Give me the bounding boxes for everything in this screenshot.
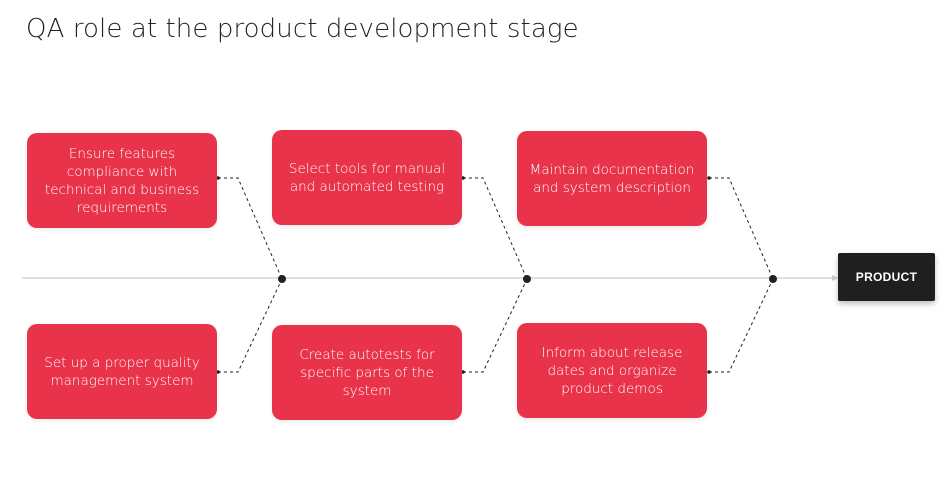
spine-arrowhead <box>832 275 838 281</box>
product-box: PRODUCT <box>838 253 935 301</box>
box-release-dates: Inform about release dates and organize … <box>517 323 707 418</box>
page-title: QA role at the product development stage <box>26 14 579 44</box>
spine-node-2 <box>523 275 531 283</box>
product-label: PRODUCT <box>855 270 918 284</box>
connector-end-top-3 <box>707 176 711 180</box>
box-maintain-documentation: Maintain documentation and system descri… <box>517 131 707 226</box>
connector-top-2 <box>463 177 528 280</box>
connector-end-bottom-3 <box>707 370 711 374</box>
connector-bottom-1 <box>218 278 283 373</box>
box-label: Select tools for manual and automated te… <box>288 160 446 195</box>
connector-bottom-2 <box>463 278 528 373</box>
box-select-tools: Select tools for manual and automated te… <box>272 130 462 225</box>
connector-end-top-2 <box>461 176 465 180</box>
connector-end-bottom-1 <box>216 370 220 374</box>
connector-bottom-3 <box>709 278 774 373</box>
connector-end-top-1 <box>216 176 220 180</box>
connector-top-3 <box>709 177 774 280</box>
box-ensure-compliance: Ensure features compliance with technica… <box>27 133 217 228</box>
box-label: Create autotests for specific parts of t… <box>299 346 435 399</box>
box-label: Set up a proper quality management syste… <box>44 354 200 389</box>
spine-node-1 <box>278 275 286 283</box>
connector-top-1 <box>218 177 283 280</box>
box-quality-management: Set up a proper quality management syste… <box>27 324 217 419</box>
box-label: Inform about release dates and organize … <box>541 344 683 397</box>
connector-end-bottom-2 <box>461 370 465 374</box>
box-create-autotests: Create autotests for specific parts of t… <box>272 325 462 420</box>
box-label: Maintain documentation and system descri… <box>529 161 695 196</box>
box-label: Ensure features compliance with technica… <box>44 145 200 216</box>
spine-node-3 <box>769 275 777 283</box>
